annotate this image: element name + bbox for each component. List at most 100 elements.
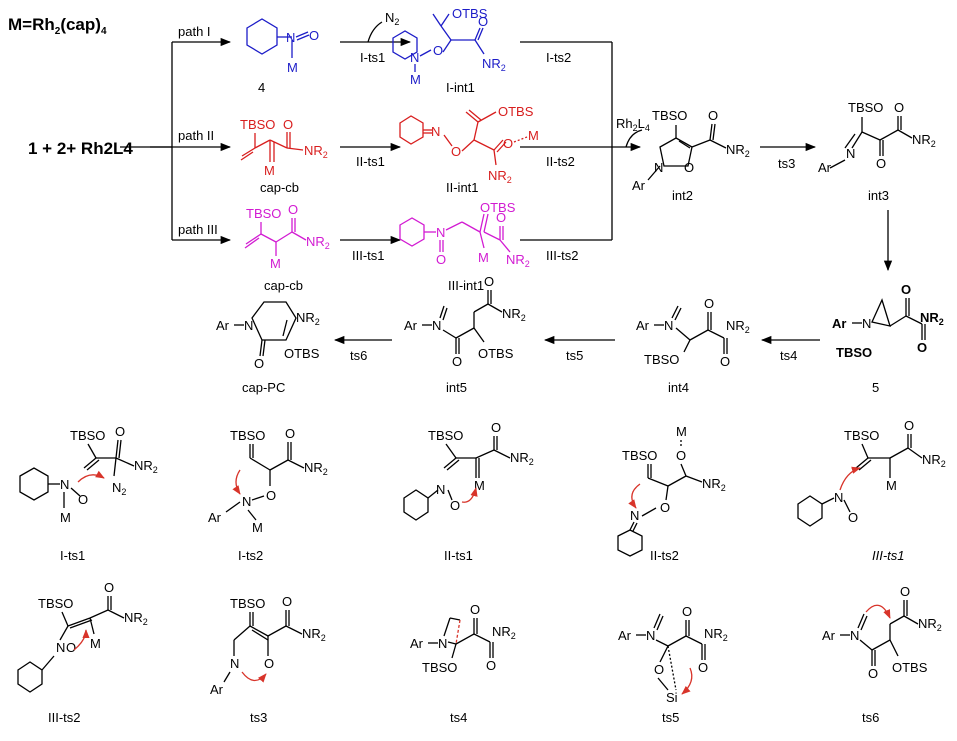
ts-III-ts1: TBSO M O NR2 N O <box>797 418 946 527</box>
svg-text:O: O <box>450 498 460 513</box>
species-III-cap-cb-structure: TBSO M O NR2 <box>244 202 330 271</box>
svg-text:O: O <box>254 356 264 371</box>
svg-text:NR2: NR2 <box>296 310 320 327</box>
III-ts2-label: III-ts2 <box>546 248 579 263</box>
svg-text:O: O <box>704 296 714 311</box>
ts-I-ts2-label: I-ts2 <box>238 548 263 563</box>
int4-label: int4 <box>668 380 689 395</box>
svg-text:NR2: NR2 <box>702 476 726 493</box>
svg-text:O: O <box>660 500 670 515</box>
ts-III-ts2: TBSO O NR2 M N O <box>17 580 148 693</box>
svg-text:O: O <box>684 160 694 175</box>
svg-text:Ar: Ar <box>208 510 222 525</box>
II-ts2-label: II-ts2 <box>546 154 575 169</box>
species-4-label: 4 <box>258 80 265 95</box>
svg-text:N: N <box>60 477 69 492</box>
svg-text:N: N <box>834 490 843 505</box>
svg-text:TBSO: TBSO <box>622 448 657 463</box>
svg-text:O: O <box>266 488 276 503</box>
path-III-label: path III <box>178 222 218 237</box>
ts-ts3: TBSO N Ar O O NR2 <box>210 594 326 697</box>
svg-text:NR2: NR2 <box>124 610 148 627</box>
ts-II-ts2-label: II-ts2 <box>650 548 679 563</box>
svg-text:O: O <box>868 666 878 681</box>
int2-structure: TBSO N O Ar O NR2 <box>632 108 750 193</box>
reactants-text: 1 + 2+ Rh2L4 <box>28 139 133 158</box>
III-int1-structure: N O OTBS M O NR2 <box>399 200 530 269</box>
svg-text:O: O <box>900 584 910 599</box>
svg-text:N: N <box>286 30 295 45</box>
ts6-label: ts6 <box>350 348 367 363</box>
path-II-label: path II <box>178 128 214 143</box>
svg-text:N: N <box>436 482 445 497</box>
rh-regen-label: Rh2L4 <box>616 116 650 133</box>
svg-text:N: N <box>436 225 445 240</box>
n2-loss-arrow <box>367 21 383 43</box>
svg-text:O: O <box>78 492 88 507</box>
int2-label: int2 <box>672 188 693 203</box>
svg-text:TBSO: TBSO <box>652 108 687 123</box>
n2-label: N2 <box>385 10 399 27</box>
svg-text:O: O <box>433 43 443 58</box>
svg-text:OTBS: OTBS <box>452 6 488 21</box>
ts-ts4: Ar N O O NR2 TBSO <box>410 602 516 675</box>
svg-text:O: O <box>264 656 274 671</box>
ts-II-ts1-label: II-ts1 <box>444 548 473 563</box>
compound-5-label: 5 <box>872 380 879 395</box>
svg-text:TBSO: TBSO <box>844 428 879 443</box>
svg-text:Ar: Ar <box>832 316 846 331</box>
svg-text:O: O <box>478 14 488 29</box>
svg-text:N: N <box>410 50 419 65</box>
svg-text:O: O <box>917 340 927 355</box>
catalyst-definition: M=Rh2(cap)4 <box>8 15 107 37</box>
svg-text:N: N <box>646 628 655 643</box>
svg-text:M: M <box>528 128 539 143</box>
svg-text:M: M <box>886 478 897 493</box>
I-int1-label: I-int1 <box>446 80 475 95</box>
svg-text:Ar: Ar <box>210 682 224 697</box>
svg-text:N2: N2 <box>112 480 126 497</box>
svg-text:O: O <box>309 28 319 43</box>
II-ts1-label: II-ts1 <box>356 154 385 169</box>
svg-text:O: O <box>288 202 298 217</box>
svg-text:O: O <box>104 580 114 595</box>
svg-text:O: O <box>503 136 513 151</box>
ts5-label: ts5 <box>566 348 583 363</box>
II-int1-structure: N O OTBS O M NR2 <box>399 104 539 185</box>
svg-text:Si: Si <box>666 690 678 705</box>
svg-text:NR2: NR2 <box>922 452 946 469</box>
svg-text:O: O <box>708 108 718 123</box>
svg-text:NR2: NR2 <box>488 168 512 185</box>
svg-text:Ar: Ar <box>216 318 230 333</box>
int3-structure: TBSO N Ar O O NR2 <box>818 100 936 175</box>
svg-text:NR2: NR2 <box>726 318 750 335</box>
svg-text:TBSO: TBSO <box>644 352 679 367</box>
svg-text:N: N <box>630 508 639 523</box>
svg-text:NR2: NR2 <box>304 460 328 477</box>
species-II-cap-cb-structure: TBSO M O NR2 <box>240 117 328 178</box>
int5-structure: Ar N O O NR2 OTBS <box>404 274 526 369</box>
svg-text:M: M <box>287 60 298 75</box>
svg-text:OTBS: OTBS <box>498 104 534 119</box>
svg-text:TBSO: TBSO <box>70 428 105 443</box>
svg-text:N: N <box>242 494 251 509</box>
I-ts1-label: I-ts1 <box>360 50 385 65</box>
ts-ts5: Ar N O O NR2 O Si <box>618 604 728 705</box>
svg-text:O: O <box>282 594 292 609</box>
svg-text:TBSO: TBSO <box>230 596 265 611</box>
svg-text:TBSO: TBSO <box>848 100 883 115</box>
svg-text:O: O <box>452 354 462 369</box>
svg-text:TBSO: TBSO <box>422 660 457 675</box>
ts-ts5-label: ts5 <box>662 710 679 725</box>
svg-text:O: O <box>901 282 911 297</box>
svg-text:NR2: NR2 <box>302 626 326 643</box>
svg-text:M: M <box>90 636 101 651</box>
svg-text:O: O <box>496 210 506 225</box>
svg-text:NR2: NR2 <box>134 458 158 475</box>
svg-text:O: O <box>676 448 686 463</box>
svg-text:OTBS: OTBS <box>480 200 516 215</box>
svg-text:N: N <box>862 316 871 331</box>
int3-label: int3 <box>868 188 889 203</box>
species-4-structure: N O M <box>246 18 319 75</box>
svg-text:O: O <box>66 640 76 655</box>
